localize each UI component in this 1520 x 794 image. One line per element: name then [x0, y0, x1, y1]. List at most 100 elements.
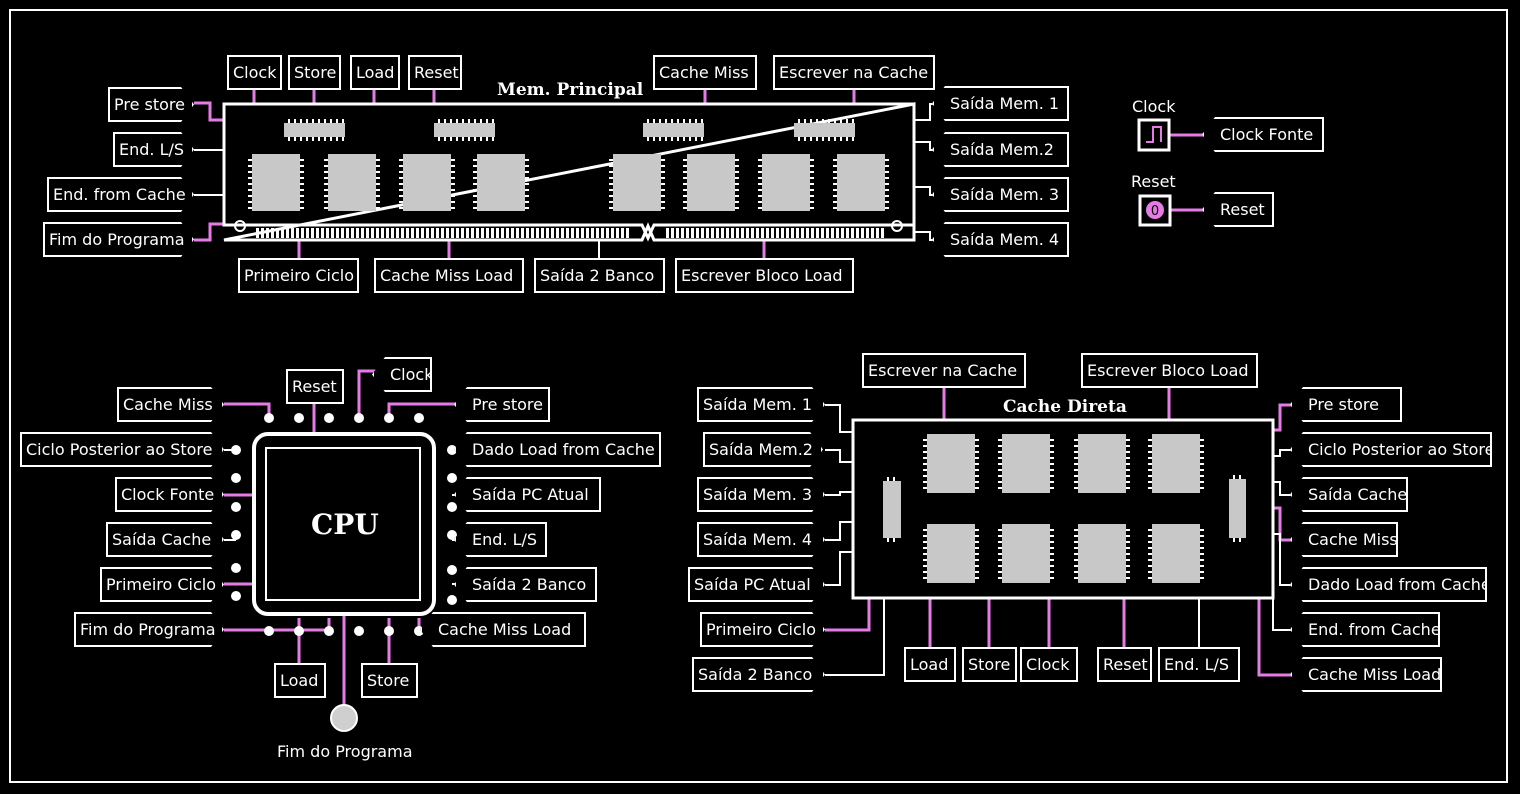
chip: [975, 535, 979, 537]
canvas-frame: [9, 9, 1508, 783]
chip: [975, 463, 979, 465]
chip: [804, 119, 806, 123]
cpu-tunnel-r4: Saída 2 Banco: [454, 567, 597, 602]
chip: [450, 119, 452, 123]
chip: [261, 228, 264, 238]
chip: [833, 195, 837, 197]
chip: [1148, 481, 1152, 483]
chip: [480, 137, 482, 141]
chip: [893, 538, 895, 542]
chip: [474, 119, 476, 123]
chip: [671, 119, 673, 123]
chip: [735, 171, 739, 173]
chip: [836, 228, 839, 238]
chip: [786, 228, 789, 238]
chip: [291, 228, 294, 238]
cache-title: Cache Direta: [1003, 397, 1127, 417]
chip: [771, 228, 774, 238]
chip: [810, 207, 814, 209]
wire: [825, 551, 853, 586]
chip: [421, 228, 424, 238]
chip: [758, 189, 762, 191]
mem-tunnel-out0: Saída Mem. 1: [932, 86, 1069, 121]
chip: [462, 119, 464, 123]
chip: [975, 487, 979, 489]
chip: [683, 137, 685, 141]
cpu-tunnel-cachemiss: Cache Miss: [117, 387, 224, 422]
chip: [581, 228, 584, 238]
chip: [1148, 553, 1152, 555]
chip: [1050, 577, 1054, 579]
chip: [881, 228, 884, 238]
chip: [1050, 571, 1054, 573]
chip: [468, 119, 470, 123]
wire: [1272, 598, 1292, 631]
chip: [975, 475, 979, 477]
chip: [294, 119, 296, 123]
chip: [731, 228, 734, 238]
chip: [885, 189, 889, 191]
chip: [998, 565, 1002, 567]
chip: [446, 228, 449, 238]
clock-input[interactable]: [1137, 118, 1171, 152]
chip: [923, 553, 927, 555]
chip: [706, 228, 709, 238]
chip: [271, 228, 274, 238]
pin: [264, 413, 274, 423]
cache-tunnel-l3: Saída Mem. 4: [697, 522, 825, 557]
chip: [810, 119, 812, 123]
chip: [826, 228, 829, 238]
chip: [1126, 457, 1130, 459]
chip: [551, 228, 554, 238]
chip: [401, 228, 404, 238]
pin: [414, 413, 424, 423]
chip: [1200, 451, 1204, 453]
chip: [450, 137, 452, 141]
chip: [887, 538, 889, 542]
chip: [1126, 535, 1130, 537]
chip: [866, 228, 869, 238]
cache-tunnel-l0: Saída Mem. 1: [697, 387, 825, 422]
chip: [806, 228, 809, 238]
chip: [318, 119, 320, 123]
chip: [1050, 529, 1054, 531]
wire: [387, 402, 466, 418]
chip: [284, 123, 345, 137]
chip: [683, 119, 685, 123]
mem-tunnel-b3: Escrever Bloco Load: [675, 258, 854, 293]
chip: [248, 195, 252, 197]
chip: [403, 154, 451, 211]
chip: [1126, 451, 1130, 453]
cpu-tunnel-clock: Clock: [372, 357, 432, 392]
cpu-tunnel-clockfonte: Clock Fonte: [115, 477, 224, 512]
chip: [758, 183, 762, 185]
chip: [661, 183, 665, 185]
chip: [525, 195, 529, 197]
chip: [676, 228, 679, 238]
chip: [1239, 475, 1241, 479]
chip: [975, 481, 979, 483]
chip: [1126, 553, 1130, 555]
chip: [1148, 565, 1152, 567]
reset-input[interactable]: 0: [1138, 194, 1172, 227]
chip: [1074, 439, 1078, 441]
wire: [825, 404, 853, 433]
chip: [491, 228, 494, 238]
chip: [1233, 538, 1235, 542]
cache-tunnel-r1: Ciclo Posterior ao Store: [1290, 432, 1492, 467]
chip: [695, 119, 697, 123]
chip: [596, 228, 599, 238]
chip: [434, 123, 495, 137]
chip: [735, 201, 739, 203]
chip: [311, 228, 314, 238]
chip: [1148, 445, 1152, 447]
chip: [525, 207, 529, 209]
chip: [687, 154, 735, 211]
cache-component: [851, 418, 1275, 600]
chip: [556, 228, 559, 238]
chip: [438, 137, 440, 141]
chip: [841, 228, 844, 238]
chip: [683, 189, 687, 191]
mem-tunnel-prestore: Pre store: [108, 87, 194, 122]
chip: [511, 228, 514, 238]
